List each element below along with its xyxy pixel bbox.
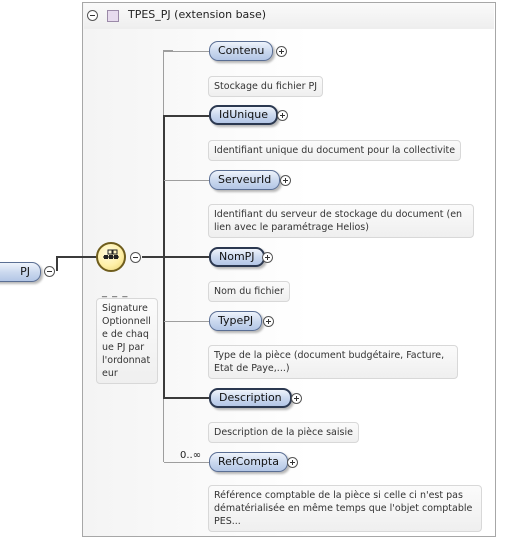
serveurid-expand-button[interactable] (280, 175, 291, 186)
connector-line (56, 257, 58, 271)
extension-collapse-button[interactable] (87, 10, 98, 21)
refcompta-annotation: Référence comptable de la pièce si celle… (208, 485, 482, 532)
refcompta-expand-button[interactable] (287, 457, 298, 468)
element-serveurid[interactable]: ServeurId (209, 170, 281, 190)
branch-line (164, 256, 209, 258)
element-label: RefCompta (218, 455, 279, 468)
element-label: Contenu (218, 44, 265, 57)
element-description[interactable]: Description (209, 388, 292, 408)
element-label: TypePJ (218, 314, 254, 327)
element-nompj[interactable]: NomPJ (209, 247, 265, 267)
typepj-annotation: Type de la pièce (document budgétaire, F… (208, 345, 458, 379)
serveurid-annotation: Identifiant du serveur de stockage du do… (208, 204, 474, 238)
extension-title: TPES_PJ (extension base) (128, 8, 267, 21)
typepj-expand-button[interactable] (263, 316, 274, 327)
idunique-annotation: Identifiant unique du document pour la c… (208, 140, 462, 161)
contenu-expand-button[interactable] (276, 46, 287, 57)
connector-line (56, 256, 97, 258)
root-element-pj[interactable]: PJ (0, 262, 41, 282)
nompj-expand-button[interactable] (262, 252, 273, 263)
extension-title-bar (84, 3, 494, 29)
root-collapse-button[interactable] (44, 266, 55, 277)
branch-line (164, 462, 209, 463)
branch-line (164, 51, 209, 52)
contenu-annotation: Stockage du fichier PJ (208, 76, 324, 97)
refcompta-cardinality: 0..∞ (180, 450, 202, 461)
branch-line (164, 180, 209, 181)
branch-line (164, 321, 209, 322)
nompj-annotation: Nom du fichier (208, 281, 290, 302)
branch-line (164, 397, 209, 399)
element-refcompta[interactable]: RefCompta (209, 452, 288, 472)
element-label: NomPJ (219, 250, 255, 263)
trunk-top-corner (163, 50, 173, 51)
connector-line (142, 256, 164, 258)
sequence-compositor-icon[interactable] (96, 242, 126, 272)
element-label: ServeurId (218, 173, 272, 186)
element-idunique[interactable]: IdUnique (209, 105, 279, 125)
element-typepj[interactable]: TypePJ (209, 311, 263, 331)
sequence-annotation: Signature Optionnelle de chaque PJ par l… (96, 298, 158, 384)
element-label: IdUnique (219, 108, 269, 121)
element-contenu[interactable]: Contenu (209, 41, 274, 61)
element-label: Description (219, 391, 282, 404)
sequence-collapse-button[interactable] (130, 252, 141, 263)
complex-type-icon (107, 10, 119, 22)
description-annotation: Description de la pièce saisie (208, 422, 359, 443)
branch-line (164, 115, 209, 117)
idunique-expand-button[interactable] (277, 110, 288, 121)
description-expand-button[interactable] (291, 393, 302, 404)
sequence-dashes: _ _ _ (102, 287, 129, 298)
root-element-label: PJ (20, 265, 30, 278)
